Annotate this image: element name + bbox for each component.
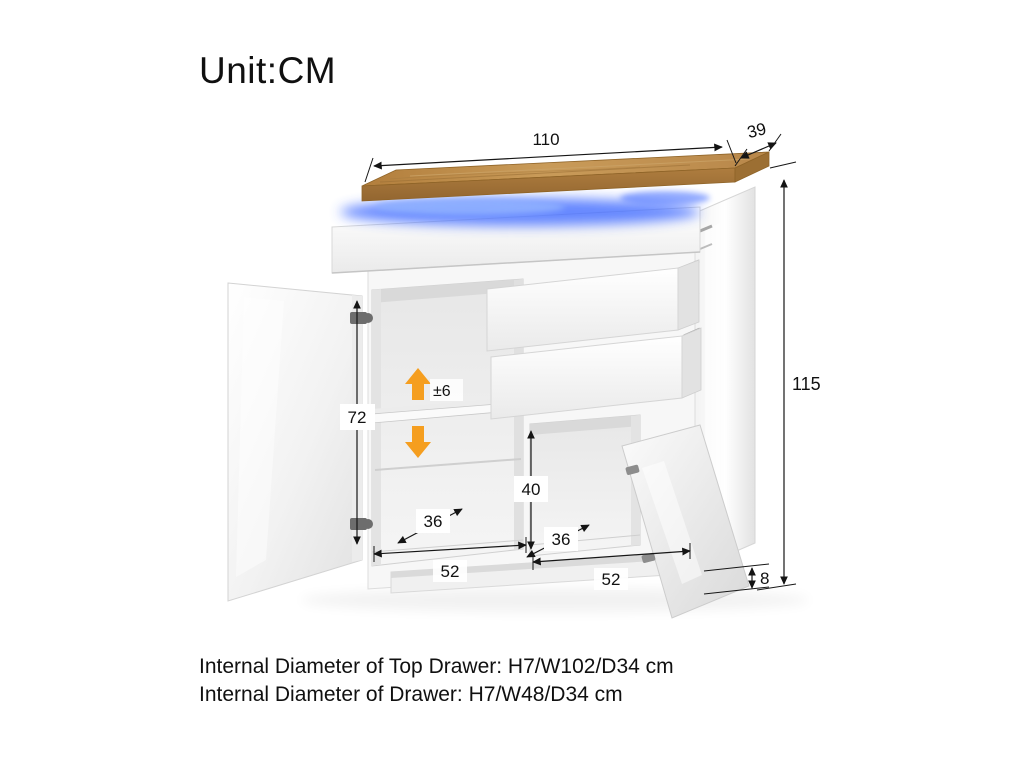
dim-left-width-label: 52 — [441, 562, 460, 581]
dim-left-interior-height-label: 72 — [348, 408, 367, 427]
led-glow-right — [620, 191, 710, 205]
dim-right-width-line — [532, 547, 691, 566]
label-bg-52-right — [594, 568, 628, 590]
dim-right-width-label: 52 — [602, 570, 621, 589]
dim-top-depth-label: 39 — [745, 119, 768, 142]
dim-height-ext-top — [769, 161, 797, 169]
shelf-alt-position-line — [374, 458, 522, 471]
middle-drawer-1-side — [677, 259, 700, 331]
dim-left-depth-label: 36 — [424, 512, 443, 531]
dim-top-width-ext-right — [726, 139, 737, 164]
wood-top — [361, 151, 770, 202]
dim-top-width-line — [373, 143, 723, 170]
note-top-drawer: Internal Diameter of Top Drawer: H7/W102… — [199, 655, 674, 678]
arrow-up-icon — [405, 368, 431, 400]
internal-dimension-notes: Internal Diameter of Top Drawer: H7/W102… — [199, 653, 674, 709]
note-drawer: Internal Diameter of Drawer: H7/W48/D34 … — [199, 683, 623, 706]
left-interior-left-wall — [372, 289, 381, 566]
dim-height-ext-bottom — [756, 583, 797, 591]
right-door-hinge-top — [625, 464, 640, 475]
cabinet-illustration — [227, 151, 810, 619]
dim-left-width-line — [373, 541, 527, 558]
dim-plinth-height-label: 8 — [760, 569, 769, 588]
dim-shelf-adjust-label: ±6 — [433, 383, 451, 400]
dim-top-depth-ext-back — [768, 133, 782, 152]
label-bg-36-right — [544, 527, 578, 551]
middle-drawer-1-front — [486, 267, 679, 352]
dim-top-width-ext-left — [364, 157, 374, 183]
top-drawer-bottom-shadow — [331, 251, 701, 274]
dim-right-depth-label: 36 — [552, 530, 571, 549]
dim-plinth-tick-bottom — [703, 586, 770, 595]
dim-top-width-label: 110 — [532, 130, 559, 149]
label-bg-36-left — [416, 509, 450, 533]
shelf-adjust-arrows — [405, 368, 431, 458]
dim-top-depth-line — [740, 142, 777, 159]
led-glow-core — [375, 199, 565, 215]
left-interior-top-shadow — [372, 279, 523, 303]
arrow-down-icon — [405, 426, 431, 458]
label-bg-40 — [514, 476, 548, 502]
led-strip — [340, 191, 710, 226]
middle-drawer-2-side — [681, 327, 702, 399]
dim-plinth-tick-top — [703, 563, 770, 572]
dimension-labels: 110 39 115 72 ±6 40 36 36 52 52 8 — [340, 119, 821, 590]
left-door-reflection — [236, 297, 284, 577]
label-bg-shelf-adjust — [430, 379, 463, 401]
dim-top-depth-ext-front — [734, 148, 748, 167]
label-bg-72 — [340, 404, 375, 430]
dim-right-interior-height-label: 40 — [522, 480, 541, 499]
unit-label: Unit:CM — [199, 50, 337, 91]
middle-drawer-2-front — [490, 335, 683, 420]
right-interior-top-shadow — [530, 415, 640, 435]
dim-height-label: 115 — [792, 374, 821, 394]
shelf-top — [372, 397, 523, 414]
label-bg-52-left — [433, 560, 467, 582]
